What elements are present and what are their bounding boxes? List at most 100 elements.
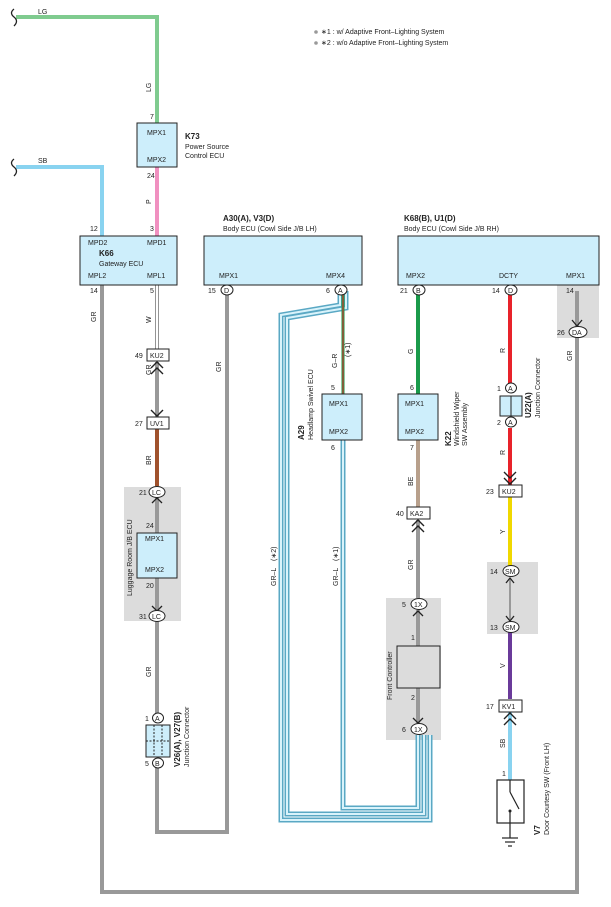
svg-text:Body ECU (Cowl Side J/B RH): Body ECU (Cowl Side J/B RH)	[404, 226, 499, 233]
wire-sb-top	[16, 165, 104, 236]
svg-text:D: D	[508, 288, 513, 295]
svg-text:D: D	[224, 288, 229, 295]
svg-text:Power Source: Power Source	[185, 144, 229, 151]
connector-da: DA 26	[557, 319, 588, 338]
svg-text:6: 6	[410, 385, 414, 392]
u22-junction-connector: A 1 A 2 U22(A) Junction Connector	[497, 357, 542, 428]
connector-1x-bottom: 1X 6	[402, 717, 428, 735]
svg-text:24: 24	[146, 523, 154, 530]
wire-gr-loop	[100, 285, 579, 894]
svg-text:LG: LG	[38, 9, 47, 16]
svg-text:MPL2: MPL2	[88, 273, 106, 280]
svg-text:3: 3	[150, 226, 154, 233]
svg-text:7: 7	[150, 114, 154, 121]
wire-break-lg	[10, 8, 18, 27]
svg-text:Junction Connector: Junction Connector	[535, 357, 542, 418]
svg-text:5: 5	[402, 602, 406, 609]
svg-text:1: 1	[497, 386, 501, 393]
svg-text:KU2: KU2	[150, 353, 164, 360]
svg-text:MPX2: MPX2	[405, 429, 424, 436]
svg-text:13: 13	[490, 625, 498, 632]
svg-text:Junction Connector: Junction Connector	[184, 706, 191, 767]
svg-text:21: 21	[139, 490, 147, 497]
svg-text:MPX2: MPX2	[147, 157, 166, 164]
svg-text:A: A	[338, 288, 343, 295]
svg-text:21: 21	[400, 288, 408, 295]
connector-ku2-left: KU2 49	[135, 348, 170, 375]
svg-text:15: 15	[208, 288, 216, 295]
svg-text:MPX1: MPX1	[219, 273, 238, 280]
svg-text:G–R: G–R	[332, 354, 339, 368]
body-ecu-lh: A30(A), V3(D) Body ECU (Cowl Side J/B LH…	[203, 214, 363, 296]
svg-text:K22: K22	[444, 431, 453, 446]
v26-v27-junction-connector: A 1 B 5 V26(A), V27(B) Junction Connecto…	[145, 706, 191, 769]
svg-text:14: 14	[566, 288, 574, 295]
svg-text:12: 12	[90, 226, 98, 233]
svg-text:SM: SM	[505, 625, 516, 632]
svg-text:Headlamp Swivel ECU: Headlamp Swivel ECU	[308, 369, 315, 440]
svg-text:GR: GR	[146, 365, 153, 376]
svg-text:G: G	[408, 349, 415, 354]
svg-text:MPX1: MPX1	[329, 401, 348, 408]
svg-text:SW Assembly: SW Assembly	[462, 402, 469, 446]
svg-text:Front Controller: Front Controller	[387, 651, 394, 700]
svg-text:Control ECU: Control ECU	[185, 153, 224, 160]
svg-text:SM: SM	[505, 569, 516, 576]
svg-text:LC: LC	[152, 490, 161, 497]
connector-lc-top: LC 21	[139, 486, 166, 504]
svg-text:1: 1	[502, 771, 506, 778]
svg-text:LC: LC	[152, 614, 161, 621]
svg-text:R: R	[500, 348, 507, 353]
svg-text:MPX2: MPX2	[145, 567, 164, 574]
svg-text:GR: GR	[567, 351, 574, 362]
wire-break-sb	[10, 158, 18, 177]
svg-text:GR: GR	[216, 362, 223, 373]
svg-text:GR: GR	[408, 560, 415, 571]
svg-text:20: 20	[146, 583, 154, 590]
svg-text:W: W	[146, 316, 153, 323]
svg-text:26: 26	[557, 330, 565, 337]
svg-text:DA: DA	[572, 330, 582, 337]
svg-text:P: P	[146, 199, 153, 204]
svg-text:7: 7	[410, 445, 414, 452]
svg-text:V: V	[500, 663, 507, 668]
k66-gateway-ecu: MPD2 MPD1 MPL2 MPL1 K66 Gateway ECU 12 3…	[79, 226, 178, 295]
svg-text:A29: A29	[297, 425, 306, 440]
svg-text:BR: BR	[146, 455, 153, 465]
svg-text:UV1: UV1	[150, 421, 164, 428]
svg-text:2: 2	[497, 420, 501, 427]
note-1: ∗1 : w/ Adaptive Front–Lighting System	[321, 29, 445, 36]
connector-ka2: KA2 40	[396, 506, 431, 533]
svg-text:1X: 1X	[414, 602, 423, 609]
svg-text:5: 5	[150, 288, 154, 295]
svg-text:LG: LG	[146, 83, 153, 92]
svg-text:A30(A), V3(D): A30(A), V3(D)	[223, 214, 274, 223]
svg-text:BE: BE	[408, 476, 415, 486]
svg-text:24: 24	[147, 173, 155, 180]
svg-text:27: 27	[135, 421, 143, 428]
svg-text:V7: V7	[533, 825, 542, 835]
svg-text:(∗1): (∗1)	[333, 547, 340, 561]
wire-gr-v26-body	[155, 291, 229, 834]
svg-text:5: 5	[145, 761, 149, 768]
svg-text:K66: K66	[99, 249, 114, 258]
svg-text:5: 5	[331, 385, 335, 392]
svg-text:14: 14	[490, 569, 498, 576]
connector-sm-top: SM 14	[490, 565, 520, 623]
svg-text:SB: SB	[500, 738, 507, 748]
connector-1x-top: 1X 5	[402, 598, 428, 617]
svg-text:KU2: KU2	[502, 489, 516, 496]
svg-text:1: 1	[411, 635, 415, 642]
connector-sm-bottom: SM 13	[490, 621, 520, 633]
connector-uv1: UV1 27	[135, 409, 170, 430]
note-2: ∗2 : w/o Adaptive Front–Lighting System	[321, 40, 448, 47]
k22-windshield-wiper-sw: MPX1 MPX2 6 7 K22 Windshield Wiper SW As…	[397, 385, 469, 452]
svg-text:R: R	[500, 450, 507, 455]
svg-text:MPD2: MPD2	[88, 240, 108, 247]
svg-text:6: 6	[326, 288, 330, 295]
svg-text:MPX1: MPX1	[566, 273, 585, 280]
svg-text:MPD1: MPD1	[147, 240, 167, 247]
svg-text:2: 2	[411, 695, 415, 702]
svg-text:A: A	[508, 420, 513, 427]
svg-text:GR: GR	[146, 667, 153, 678]
